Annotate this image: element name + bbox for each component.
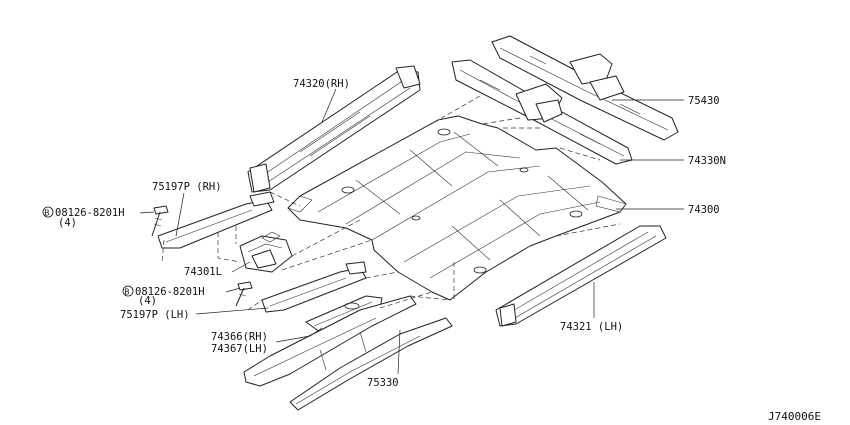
label-74366-rh: 74366(RH) xyxy=(211,331,268,343)
part-75197p-rh-extension[interactable] xyxy=(157,191,275,249)
label-74321-lh: 74321 (LH) xyxy=(560,321,623,333)
label-74330n: 74330N xyxy=(688,155,726,167)
label-75430: 75430 xyxy=(688,95,720,107)
label-74300: 74300 xyxy=(688,204,720,216)
label-bolt-lower-qty: (4) xyxy=(138,295,157,307)
label-bolt-upper: 08126-8201H xyxy=(55,207,125,219)
bolt-upper[interactable] xyxy=(151,205,169,237)
label-75197p-lh: 75197P (LH) xyxy=(120,309,190,321)
label-bolt-lower: 08126-8201H xyxy=(135,286,205,298)
diagram-code: J740006E xyxy=(768,410,821,423)
bolt-symbol-lower: B xyxy=(125,288,130,297)
bolt-symbol-upper: B xyxy=(45,209,50,218)
assembly-lines xyxy=(161,95,621,311)
bolt-lower[interactable] xyxy=(235,281,253,307)
label-74367-lh: 74367(LH) xyxy=(211,343,268,355)
bolt-label-lower: B 08126-8201H (4) xyxy=(122,285,205,307)
part-74321-lh-rail[interactable] xyxy=(495,225,667,327)
label-bolt-upper-qty: (4) xyxy=(58,217,77,229)
part-74330n-cross-member[interactable] xyxy=(451,59,633,165)
part-74366-74367-panel[interactable] xyxy=(305,295,383,333)
label-75330: 75330 xyxy=(367,377,399,389)
leader-lines xyxy=(139,88,684,375)
label-75197p-rh: 75197P (RH) xyxy=(152,181,222,193)
label-74301l: 74301L xyxy=(184,266,222,278)
part-74320-rh-rail[interactable] xyxy=(247,65,421,193)
part-75430-cross-member[interactable] xyxy=(491,35,679,141)
part-75197p-lh-extension[interactable] xyxy=(261,261,367,313)
part-74301l-bracket[interactable] xyxy=(239,231,293,273)
bolt-label-upper: B 08126-8201H (4) xyxy=(42,206,125,229)
label-74320-rh: 74320(RH) xyxy=(293,78,350,90)
part-74300-floor-panel[interactable] xyxy=(287,115,627,301)
